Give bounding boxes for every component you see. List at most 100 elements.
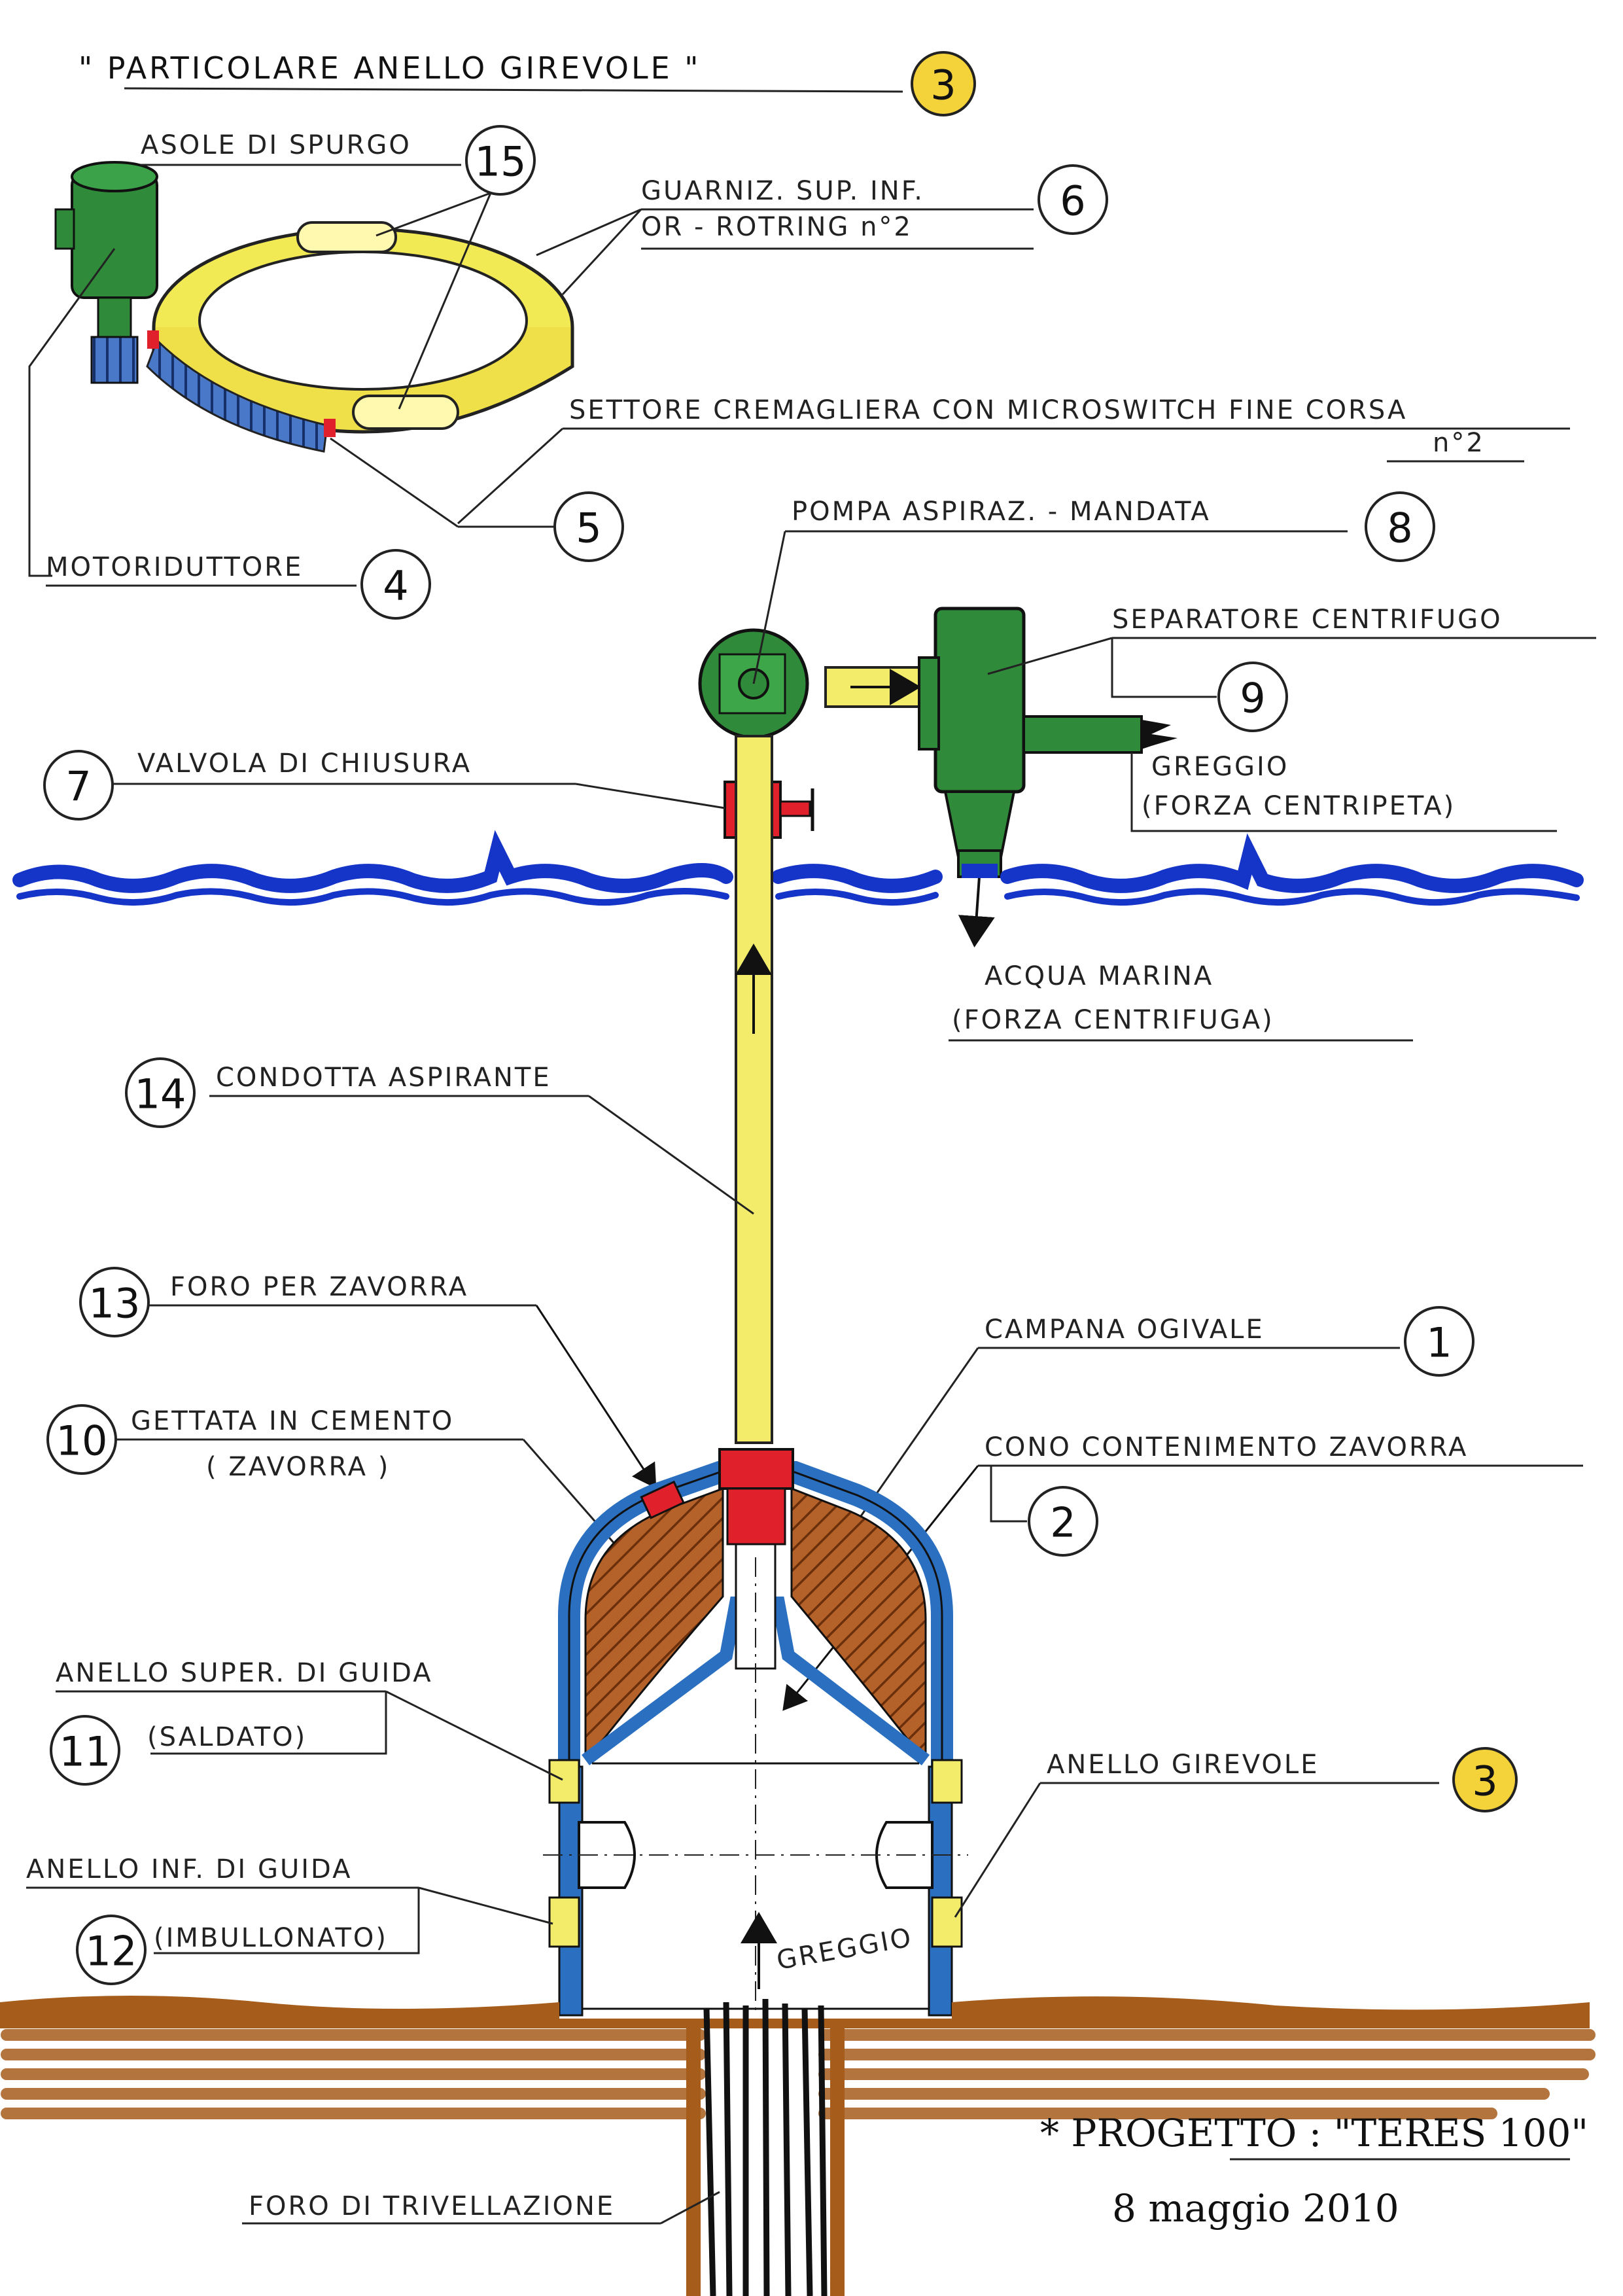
label-anello-sup-1: ANELLO SUPER. DI GUIDA [56, 1658, 433, 1688]
label-settore: SETTORE CREMAGLIERA CON MICROSWITCH FINE… [569, 395, 1407, 425]
project-date: 8 maggio 2010 [1112, 2186, 1399, 2231]
label-anello-inf-1: ANELLO INF. DI GUIDA [26, 1854, 352, 1884]
leader-8 [752, 531, 786, 684]
label-anello-sup-2: (SALDATO) [147, 1722, 307, 1752]
separator-cone [943, 790, 1016, 858]
label-gettata-2: ( ZAVORRA ) [206, 1452, 390, 1482]
skirt-left [558, 1765, 584, 2017]
label-guarniz-1: GUARNIZ. SUP. INF. [641, 176, 924, 206]
seawater-outlet-drip [962, 864, 998, 878]
label-separatore: SEPARATORE CENTRIFUGO [1112, 605, 1503, 635]
leader-9-to-separator [987, 637, 1113, 675]
title-callout-number: 3 [930, 62, 956, 109]
ballast-plug [640, 1480, 685, 1519]
lower-guide-ring-left [548, 1896, 580, 1948]
label-greggio-out-1: GREGGIO [1151, 752, 1289, 782]
leader-greggio-out [1130, 752, 1557, 832]
swivel-ring-detail [54, 161, 574, 453]
callout-9-number: 9 [1240, 675, 1265, 722]
bell-flange [718, 1448, 794, 1490]
callout-15-number: 15 [475, 138, 527, 186]
borehole-walls [686, 2028, 845, 2296]
sea-surface [12, 830, 1584, 893]
label-acqua-1: ACQUA MARINA [985, 961, 1213, 991]
borehole-crude [703, 1998, 828, 2296]
drain-slot-bottom [352, 395, 459, 430]
label-greggio-in: GREGGIO [775, 1922, 915, 1976]
leader-15-bottom [398, 192, 492, 410]
label-campana: CAMPANA OGIVALE [985, 1315, 1265, 1345]
callout-5-number: 5 [576, 504, 601, 552]
ground-left-fill [1, 2029, 706, 2119]
upper-guide-ring-left [548, 1759, 580, 1804]
callout-6-circle [1038, 164, 1108, 235]
lower-guide-ring-right [931, 1896, 963, 1948]
callout-14-number: 14 [135, 1070, 186, 1118]
leader-11-bracket [150, 1691, 387, 1755]
label-cono: CONO CONTENIMENTO ZAVORRA [985, 1432, 1468, 1462]
leader-foro-triv [660, 2191, 720, 2225]
ballast-right [790, 1487, 927, 1755]
leader-15-top [375, 192, 491, 237]
separator-body [934, 607, 1026, 794]
callout-3-number: 3 [1472, 1757, 1497, 1805]
callout-7-number: 7 [65, 763, 91, 811]
label-foro-triv: FORO DI TRIVELLAZIONE [249, 2191, 615, 2221]
callout-4-number: 4 [383, 562, 408, 610]
callout-10-circle [46, 1404, 117, 1475]
title-underline [124, 87, 903, 93]
label-condotta: CONDOTTA ASPIRANTE [216, 1063, 551, 1093]
label-foro-zavorra: FORO PER ZAVORRA [170, 1272, 468, 1302]
microswitch-left [147, 330, 159, 349]
seawater-outlet-arrow [958, 876, 995, 947]
microswitch-right [324, 419, 336, 437]
callout-9-circle [1217, 662, 1288, 732]
callout-10-number: 10 [56, 1417, 108, 1465]
shutoff-valve-handle [779, 800, 811, 817]
upper-guide-ring-right [931, 1759, 963, 1804]
callout-8-number: 8 [1387, 504, 1412, 552]
leader-12-bracket [154, 1888, 420, 1954]
project-title: * PROGETTO : "TERES 100" [1040, 2111, 1588, 2155]
callout-1-number: 1 [1426, 1319, 1452, 1367]
drain-slot-top [296, 221, 397, 253]
bell-flange-collar [726, 1487, 786, 1545]
title-text: " PARTICOLARE ANELLO GIREVOLE " [79, 50, 701, 86]
leader-6-a [536, 208, 642, 256]
label-valvola: VALVOLA DI CHIUSURA [137, 749, 472, 779]
callout-12-number: 12 [86, 1928, 137, 1975]
label-guarniz-2: OR - ROTRING n°2 [641, 212, 913, 242]
gear-motor-terminal [54, 208, 75, 250]
callout-1-circle [1404, 1306, 1475, 1377]
label-anello-inf-2: (IMBULLONATO) [154, 1923, 388, 1953]
leader-9-bracket [1111, 638, 1217, 698]
leader-14 [588, 1095, 754, 1215]
label-settore-2: n°2 [1433, 428, 1485, 458]
leader-2-bracket [990, 1466, 1027, 1523]
gear-motor-top [71, 161, 158, 192]
leader-7 [575, 783, 725, 809]
leader-13 [535, 1305, 657, 1489]
crude-outlet-spray [1142, 720, 1178, 749]
leader-11 [385, 1690, 563, 1781]
rack-sector [146, 338, 328, 453]
leader-6-b [561, 208, 642, 296]
callout-8-circle [1365, 491, 1435, 562]
suction-pipe [735, 735, 773, 1444]
ground-surface [0, 1996, 1590, 2028]
callout-13-circle [79, 1267, 150, 1337]
label-pompa: POMPA ASPIRAZ. - MANDATA [792, 497, 1211, 527]
callout-6-number: 6 [1060, 177, 1085, 225]
callout-4-circle [360, 549, 431, 620]
leader-4-bracket [28, 248, 116, 577]
separator-flange [918, 656, 940, 751]
crude-outlet-pipe [1022, 715, 1143, 754]
callout-14-circle [125, 1057, 196, 1128]
callout-12-circle [76, 1915, 147, 1985]
callout-11-number: 11 [60, 1728, 111, 1776]
callout-11-circle [50, 1715, 120, 1786]
callout-13-number: 13 [89, 1280, 141, 1328]
callout-2-number: 2 [1050, 1499, 1075, 1547]
